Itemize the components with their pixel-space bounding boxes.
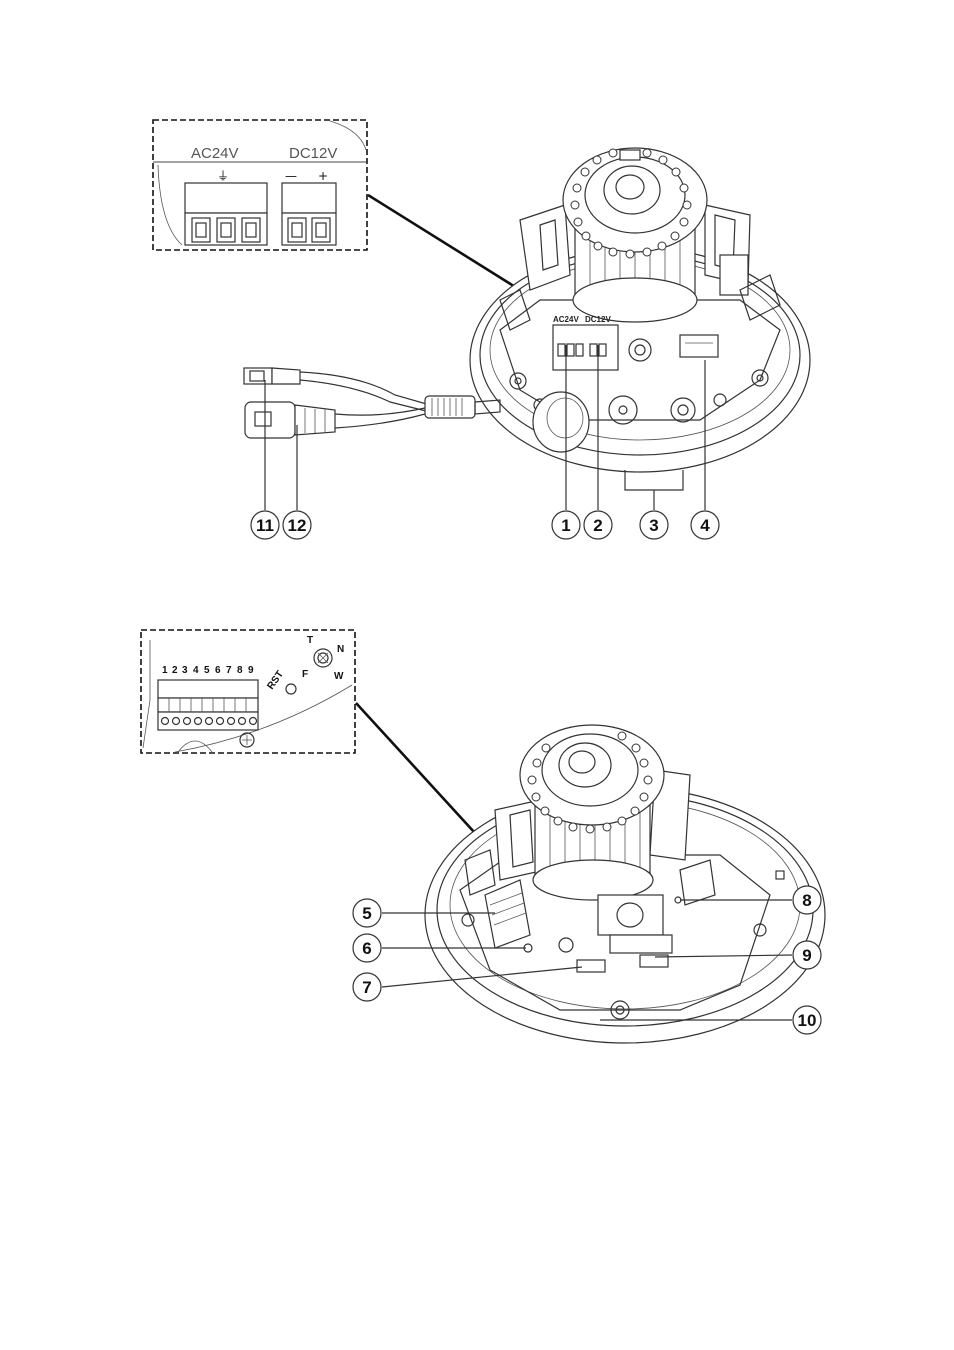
- svg-text:8: 8: [802, 891, 811, 910]
- svg-text:12: 12: [288, 516, 307, 535]
- inset-dc12v-label: DC12V: [289, 145, 337, 162]
- figure-1: AC24V DC12V ⏚ — +: [152, 119, 811, 540]
- alarm-terminal-inset: 1 2 3 4 5 6 7 8 9: [140, 629, 356, 754]
- w-label: W: [334, 671, 344, 682]
- callout-12: 12: [282, 510, 312, 540]
- focus-zoom-knob-icon: [313, 648, 333, 668]
- svg-text:11: 11: [256, 516, 274, 535]
- svg-text:2: 2: [172, 665, 178, 676]
- dc12v-terminal-block: [281, 182, 337, 246]
- callout-9: 9: [792, 940, 822, 970]
- callout-leaders-1: [264, 345, 706, 510]
- callout-4: 4: [690, 510, 720, 540]
- power-terminal-inset: AC24V DC12V ⏚ — +: [152, 119, 368, 251]
- svg-text:8: 8: [237, 665, 243, 676]
- svg-text:1: 1: [561, 516, 570, 535]
- reset-button-icon: [285, 683, 297, 695]
- t-label: T: [307, 635, 313, 646]
- dome-camera-open-view-1: AC24V DC12V: [469, 147, 811, 473]
- n-label: N: [337, 644, 344, 655]
- svg-text:3: 3: [182, 665, 188, 676]
- callout-11: 11: [250, 510, 280, 540]
- figure-2: 1 2 3 4 5 6 7 8 9: [140, 629, 826, 1044]
- f-label: F: [302, 669, 308, 680]
- callout-3: 3: [639, 510, 669, 540]
- svg-text:10: 10: [798, 1011, 817, 1030]
- svg-text:9: 9: [802, 946, 811, 965]
- callout-6: 6: [352, 933, 382, 963]
- ac24v-terminal-block: [184, 182, 268, 246]
- svg-text:3: 3: [649, 516, 658, 535]
- svg-text:4: 4: [700, 516, 710, 535]
- ir-led-ring: [570, 148, 692, 259]
- callout-1: 1: [551, 510, 581, 540]
- svg-text:9: 9: [248, 665, 254, 676]
- inset-ac24v-label: AC24V: [191, 145, 239, 162]
- callout-leaders-2: [381, 899, 793, 1021]
- svg-text:6: 6: [362, 939, 371, 958]
- svg-text:5: 5: [362, 904, 371, 923]
- svg-text:2: 2: [593, 516, 602, 535]
- callout-7: 7: [352, 972, 382, 1002]
- svg-text:5: 5: [204, 665, 210, 676]
- callout-5: 5: [352, 898, 382, 928]
- plus-symbol-icon: +: [318, 169, 328, 183]
- dome-camera-open-view-2: [424, 724, 826, 1044]
- cable-assembly: [243, 367, 501, 439]
- minus-symbol-icon: —: [285, 169, 297, 183]
- board-ac24v-label: AC24V: [553, 315, 579, 324]
- alarm-terminal-block: [157, 679, 259, 731]
- svg-text:7: 7: [362, 978, 371, 997]
- svg-text:1: 1: [162, 665, 168, 676]
- ir-led-ring-2: [527, 731, 653, 834]
- small-square-marker: [775, 870, 785, 880]
- callout-8: 8: [792, 885, 822, 915]
- callout-2: 2: [583, 510, 613, 540]
- svg-text:4: 4: [193, 665, 199, 676]
- svg-text:7: 7: [226, 665, 232, 676]
- board-dc12v-label: DC12V: [585, 315, 611, 324]
- svg-text:6: 6: [215, 665, 221, 676]
- callout-10: 10: [792, 1005, 822, 1035]
- ground-symbol-icon: ⏚: [217, 169, 229, 183]
- inset-pin-numbers: 1 2 3 4 5 6 7 8 9: [162, 665, 254, 676]
